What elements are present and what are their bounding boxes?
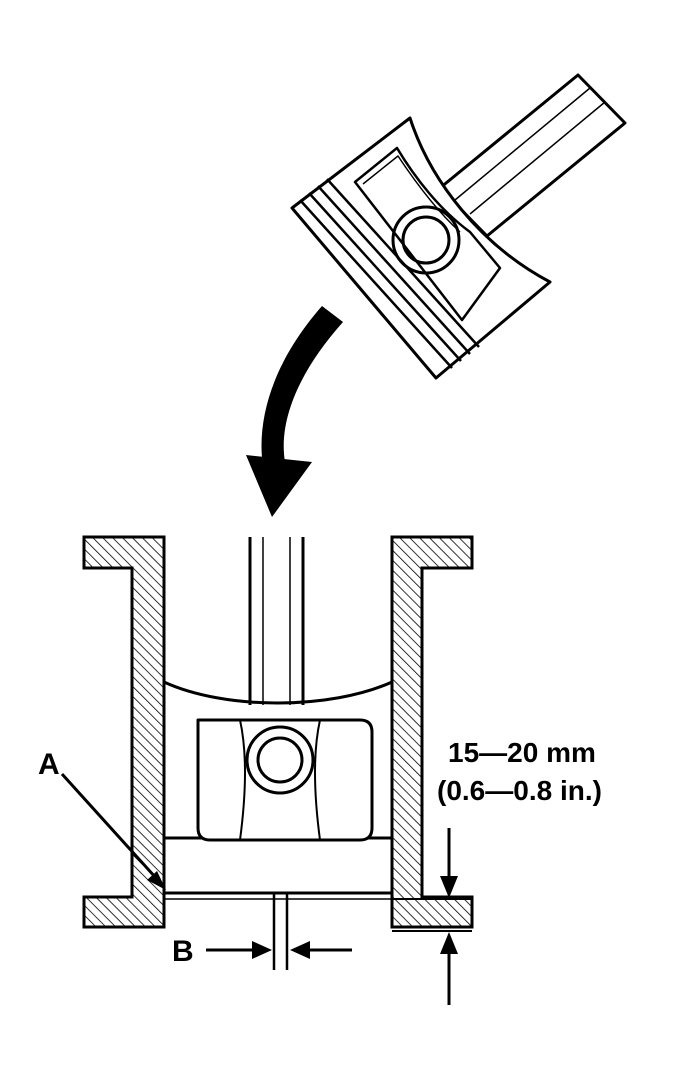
tilted-piston-assembly [290, 73, 627, 380]
tilted-piston-body [290, 116, 552, 380]
depth-dimension [392, 828, 472, 1005]
ring-end-gap [272, 893, 289, 970]
tilted-connecting-rod [438, 73, 627, 238]
left-cylinder-wall [82, 535, 166, 929]
connecting-rod [248, 537, 305, 705]
dimension-mm-label: 15—20 mm [448, 737, 596, 768]
right-cylinder-wall [390, 535, 474, 929]
installed-piston-assembly [163, 537, 393, 970]
piston-body [163, 680, 393, 900]
gap-b-arrows [206, 941, 352, 959]
label-a: A [38, 748, 60, 781]
leader-a [60, 772, 166, 890]
tilted-piston-pin [391, 205, 461, 275]
label-b: B [172, 935, 194, 968]
dimension-in-label: (0.6—0.8 in.) [437, 775, 602, 806]
insertion-arrow [246, 306, 343, 517]
cylinder-block [82, 535, 474, 929]
